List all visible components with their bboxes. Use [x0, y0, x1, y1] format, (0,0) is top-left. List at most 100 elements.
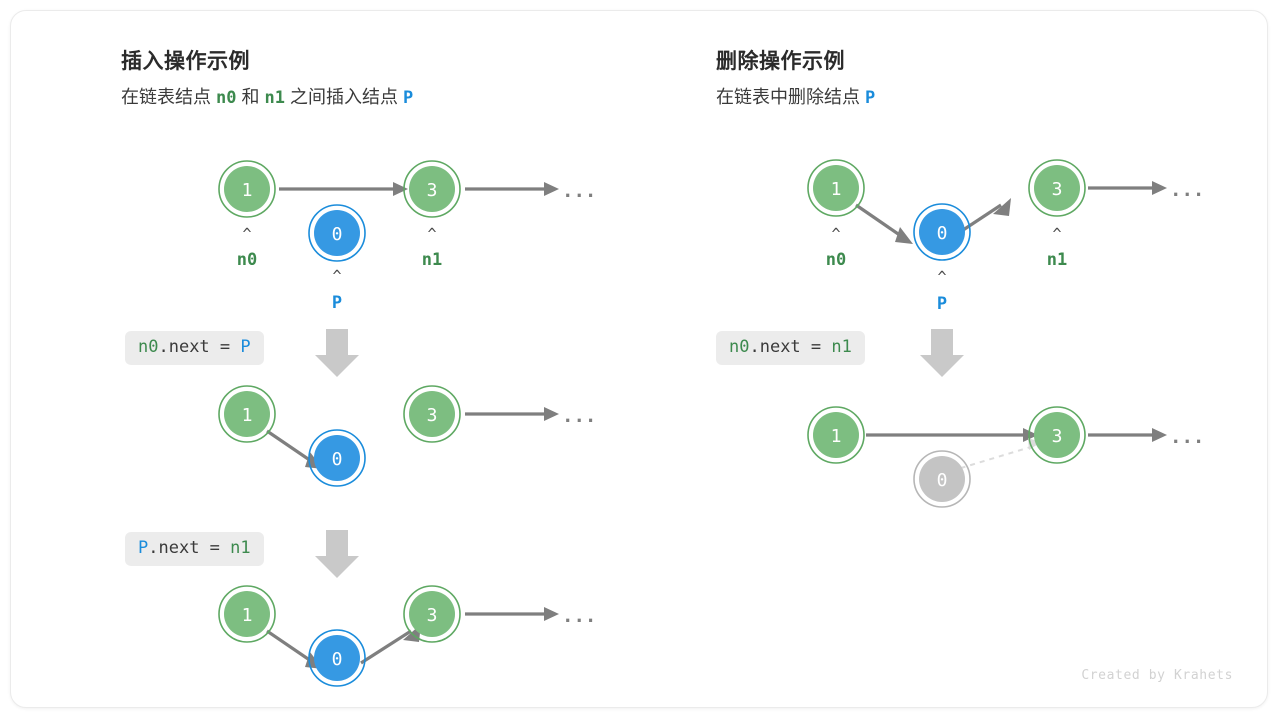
- pointer-caret-icon: ^: [242, 225, 251, 243]
- link-arrow-head: [544, 607, 559, 621]
- node-value: 3: [427, 180, 438, 201]
- pointer-caret-icon: ^: [937, 268, 946, 286]
- node-n1: 3: [403, 585, 461, 643]
- node-fill: [409, 391, 455, 437]
- credit-text: Created by Krahets: [1081, 668, 1233, 683]
- node-p: 0: [913, 203, 971, 261]
- node-outer-ring: [308, 204, 366, 262]
- node-value: 0: [937, 223, 948, 244]
- delete-diagram-svg: ... 1 ^ n0 0 ^ P: [807, 159, 1204, 508]
- node-outer-ring: [913, 450, 971, 508]
- node-outer-ring: [403, 585, 461, 643]
- step-down-arrow-1: [920, 329, 964, 377]
- step-down-arrow-1: [315, 329, 359, 377]
- node-p: 0: [308, 629, 366, 687]
- delete-row-initial: ... 1 ^ n0 0 ^ P: [807, 159, 1204, 314]
- pointer-label-n0: n0: [826, 250, 846, 270]
- node-n1: 3: [1028, 406, 1086, 464]
- down-arrow-icon: [920, 329, 964, 377]
- pointer-label-p: P: [332, 293, 342, 313]
- node-value: 3: [1052, 179, 1063, 200]
- node-value: 0: [332, 224, 343, 245]
- node-fill: [919, 209, 965, 255]
- insert-panel: 插入操作示例 在链表结点 n0 和 n1 之间插入结点 P n0.next = …: [11, 11, 601, 707]
- insert-code-step-1: n0.next = P: [125, 331, 264, 365]
- node-fill: [314, 210, 360, 256]
- link-arrow-head: [1152, 181, 1167, 195]
- node-fill: [314, 635, 360, 681]
- node-value: 0: [332, 449, 343, 470]
- insert-row-initial: ... 1 ^ n0 0 ^ P: [218, 160, 596, 313]
- insert-row-after-step-1: ... 1 0 3: [218, 385, 596, 487]
- node-outer-ring: [218, 385, 276, 443]
- insert-panel-subtitle: 在链表结点 n0 和 n1 之间插入结点 P: [121, 83, 413, 109]
- node-value: 0: [937, 470, 948, 491]
- node-fill: [813, 165, 859, 211]
- node-outer-ring: [807, 159, 865, 217]
- code-token: .next =: [749, 337, 832, 357]
- subtitle-ref-n0: n0: [216, 88, 237, 108]
- node-value: 1: [242, 405, 253, 426]
- link-arrow-head: [544, 407, 559, 421]
- node-outer-ring: [308, 629, 366, 687]
- pointer-label-n1: n1: [1047, 250, 1067, 270]
- node-fill: [224, 391, 270, 437]
- link-arrow-head: [895, 227, 913, 244]
- node-outer-ring: [1028, 159, 1086, 217]
- delete-panel: 删除操作示例 在链表中删除结点 P n0.next = n1 ...: [591, 11, 1251, 707]
- link-arrow-line: [855, 203, 905, 240]
- node-n0: 1: [218, 160, 276, 218]
- node-value: 3: [427, 405, 438, 426]
- pointer-label-n1: n1: [422, 250, 442, 270]
- link-arrow-head: [1152, 428, 1167, 442]
- node-n1: 3: [1028, 159, 1086, 217]
- node-value: 1: [831, 179, 842, 200]
- link-arrow-head: [1023, 428, 1038, 442]
- pointer-caret-icon: ^: [427, 225, 436, 243]
- node-fill: [919, 456, 965, 502]
- insert-panel-title: 插入操作示例: [121, 50, 250, 73]
- code-token: n1: [831, 337, 852, 357]
- node-value: 0: [332, 649, 343, 670]
- code-token: n0: [729, 337, 750, 357]
- subtitle-ref-p: P: [865, 88, 876, 108]
- node-fill: [409, 166, 455, 212]
- delete-row-after: ... 1 0 3: [807, 406, 1204, 508]
- node-n1: 3: [403, 160, 461, 218]
- node-n0: 1: [218, 585, 276, 643]
- removed-link-dashed: [950, 445, 1035, 472]
- list-ellipsis: ...: [1170, 426, 1204, 448]
- node-value: 1: [242, 180, 253, 201]
- insert-diagram-svg: ... 1 ^ n0 0 ^ P: [218, 160, 596, 687]
- list-ellipsis: ...: [562, 605, 596, 627]
- down-arrow-icon: [315, 329, 359, 377]
- code-token: .next =: [148, 538, 231, 558]
- subtitle-text-2: 和: [241, 87, 260, 107]
- node-fill: [224, 166, 270, 212]
- node-fill: [813, 412, 859, 458]
- node-n1: 3: [403, 385, 461, 443]
- node-value: 3: [427, 605, 438, 626]
- pointer-label-p: P: [937, 294, 947, 314]
- node-outer-ring: [218, 585, 276, 643]
- link-arrow-head: [993, 198, 1011, 216]
- node-fill: [314, 435, 360, 481]
- node-outer-ring: [807, 406, 865, 464]
- node-value: 3: [1052, 426, 1063, 447]
- node-value: 1: [831, 426, 842, 447]
- subtitle-ref-p: P: [403, 88, 414, 108]
- list-ellipsis: ...: [562, 405, 596, 427]
- code-token: n1: [230, 538, 251, 558]
- code-token: P: [138, 538, 149, 558]
- code-token: .next =: [158, 337, 241, 357]
- node-n0: 1: [807, 159, 865, 217]
- code-token: n0: [138, 337, 159, 357]
- node-outer-ring: [1028, 406, 1086, 464]
- link-arrow-line: [266, 429, 315, 465]
- node-n0: 1: [218, 385, 276, 443]
- down-arrow-icon: [315, 530, 359, 578]
- subtitle-text-3: 之间插入结点: [290, 87, 399, 107]
- pointer-label-n0: n0: [237, 250, 257, 270]
- node-p: 0: [308, 429, 366, 487]
